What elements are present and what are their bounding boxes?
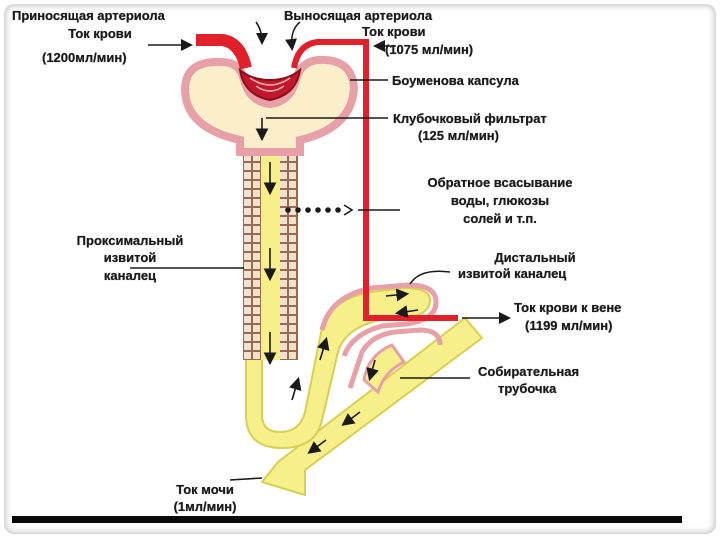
bottom-bar [12, 516, 682, 523]
bowman-capsule-label: Боуменова капсула [392, 73, 519, 88]
collecting-duct-line2: трубочка [498, 381, 557, 396]
filtrate-label: Клубочковый фильтрат [393, 111, 547, 126]
vein-flow-value: (1199 мл/мин) [525, 318, 613, 333]
afferent-arteriole [196, 34, 252, 70]
distal-tubule-wall [319, 282, 439, 357]
reabsorption-line1: Обратное всасывание [427, 175, 573, 190]
bowman-capsule-outer [180, 55, 359, 156]
proximal-tubule-wall-right [280, 150, 298, 360]
vein-flow-label: Ток крови к вене [514, 300, 622, 315]
collecting-duct-line1: Собирательная [478, 364, 580, 379]
efferent-arteriole-title: Выносящая артериола [284, 8, 433, 23]
afferent-flow-value: (1200мл/мин) [42, 50, 127, 65]
efferent-arteriole [291, 39, 458, 321]
distal-line1: Дистальный [494, 250, 576, 265]
efferent-flow-label: Ток крови [362, 24, 426, 39]
reabsorption-line2: воды, глюкозы [450, 193, 550, 208]
flow-arrows [255, 118, 419, 454]
afferent-arteriole-title: Приносящая артериола [12, 8, 165, 23]
loop-of-henle [245, 286, 432, 450]
urine-flow-value: (1мл/мин) [173, 499, 237, 514]
distal-tubule-inner [347, 327, 443, 389]
reabsorption-line3: солей и т.п. [463, 211, 537, 226]
afferent-flow-label: Ток крови [68, 26, 132, 41]
proximal-line3: каналец [103, 268, 157, 283]
distal-line2: извитой каналец [458, 266, 567, 281]
pointer-lines [130, 21, 511, 481]
efferent-flow-value: (1075 мл/мин) [385, 42, 474, 57]
proximal-tubule-wall-left [243, 150, 261, 360]
urine-flow-label: Ток мочи [176, 482, 234, 497]
proximal-line1: Проксимальный [76, 233, 184, 248]
reabsorption-dots [285, 207, 341, 213]
proximal-line2: извитой [103, 250, 157, 265]
filtrate-value: (125 мл/мин) [418, 128, 499, 143]
